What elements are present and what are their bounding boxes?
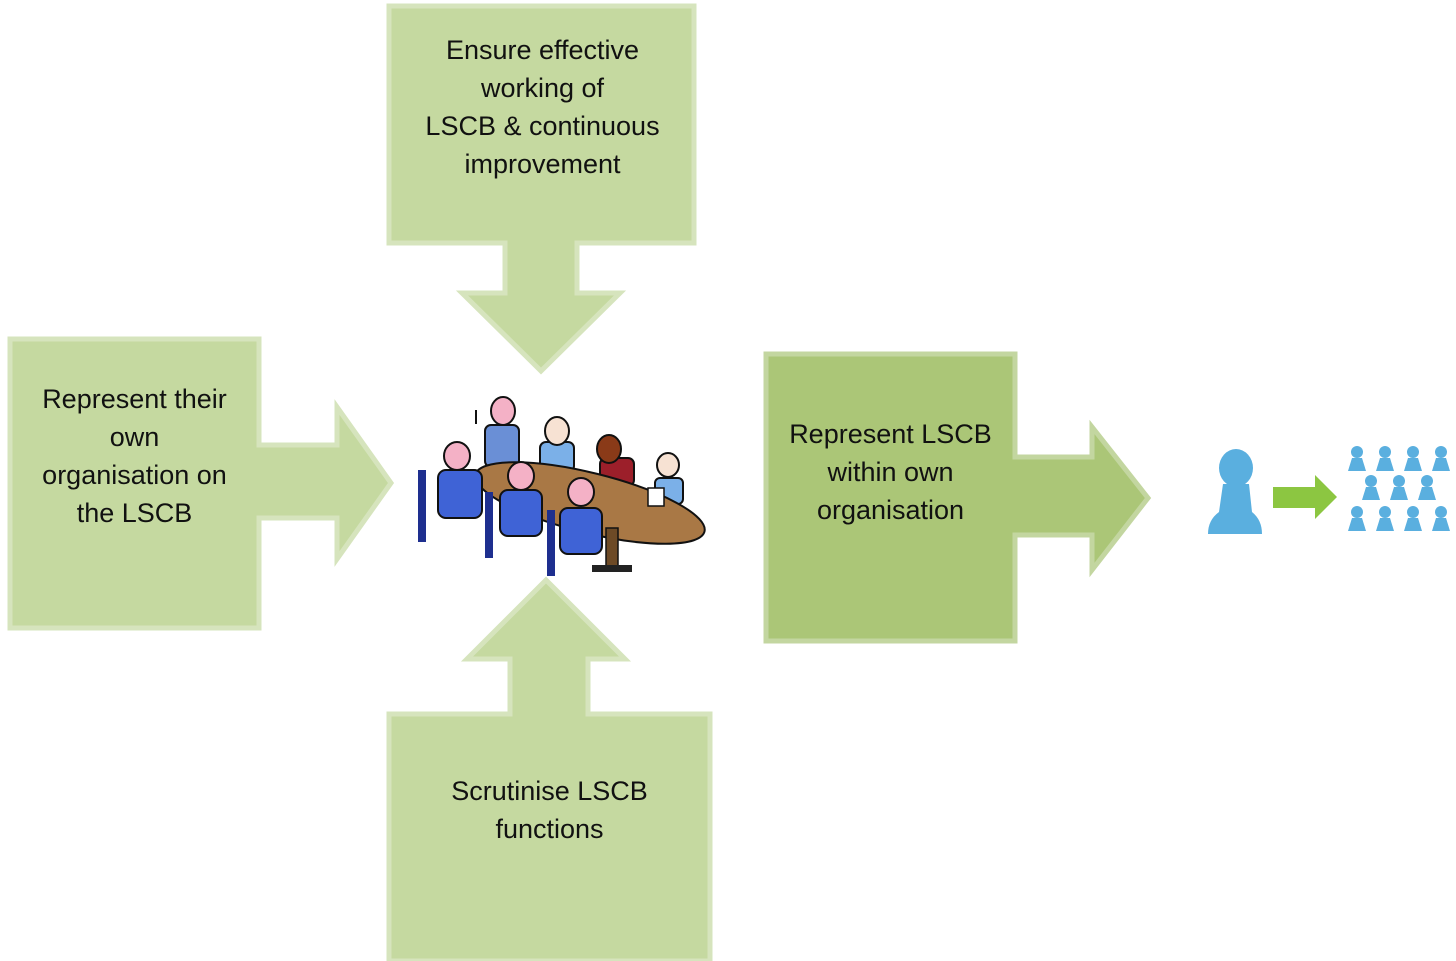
- left-callout: [7, 336, 395, 631]
- group-people-icon: [1348, 446, 1450, 531]
- meeting-table-icon: [418, 396, 706, 576]
- right-callout: [763, 351, 1152, 644]
- left-box-text: Represent their own organisation on the …: [42, 384, 227, 528]
- one-to-many-people-icon: [1208, 446, 1450, 534]
- top-box-text: Ensure effective working of LSCB & conti…: [425, 35, 660, 179]
- bottom-box-text: Scrutinise LSCB functions: [451, 776, 648, 844]
- bottom-callout: [386, 576, 713, 961]
- top-callout: [386, 3, 697, 375]
- single-person-icon: [1208, 449, 1262, 534]
- right-box-text: Represent LSCB within own organisation: [789, 419, 992, 525]
- arrow-right-icon: [1273, 475, 1337, 519]
